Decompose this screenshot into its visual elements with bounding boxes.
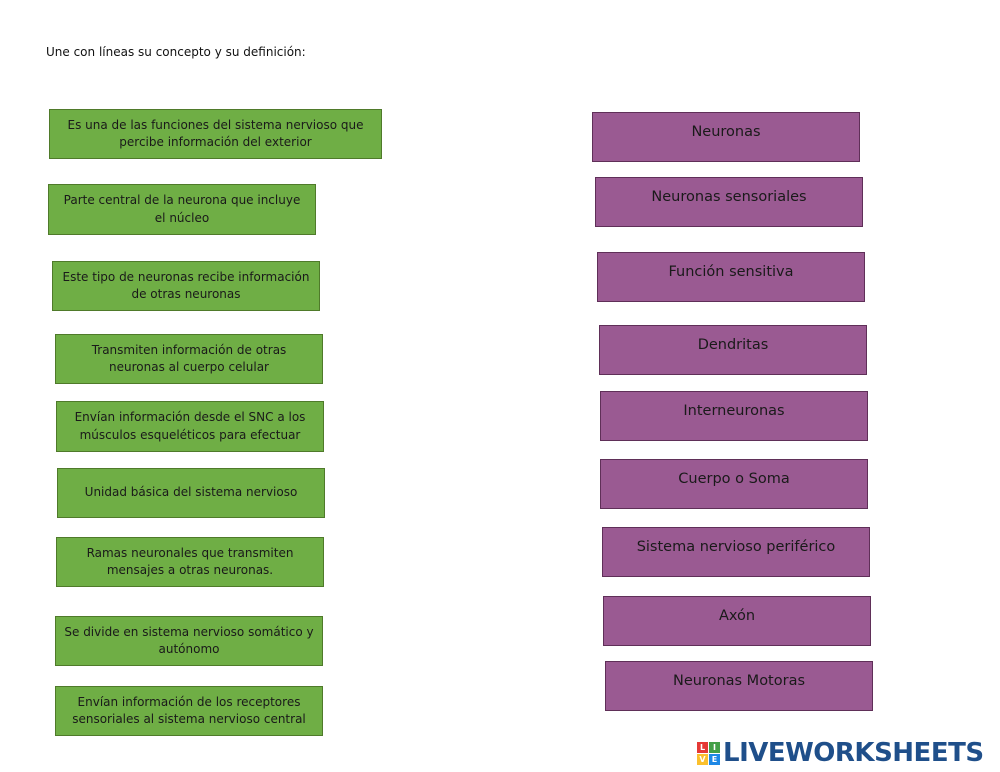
concept-box-5[interactable]: Interneuronas (600, 391, 868, 441)
logo-letter-e: E (709, 753, 720, 765)
definition-box-1[interactable]: Es una de las funciones del sistema nerv… (49, 109, 382, 159)
instruction-text: Une con líneas su concepto y su definici… (46, 45, 306, 59)
concept-box-7[interactable]: Sistema nervioso periférico (602, 527, 870, 577)
logo-text: LIVEWORKSHEETS (723, 738, 984, 768)
definition-box-5[interactable]: Envían información desde el SNC a los mú… (56, 401, 324, 452)
logo-mark-icon: L I V E (697, 741, 720, 765)
definition-box-2[interactable]: Parte central de la neurona que incluye … (48, 184, 316, 235)
liveworksheets-logo: L I V E LIVEWORKSHEETS (697, 738, 984, 768)
logo-letter-l: L (697, 741, 708, 753)
definition-box-4[interactable]: Transmiten información de otras neuronas… (55, 334, 323, 384)
definition-box-7[interactable]: Ramas neuronales que transmiten mensajes… (56, 537, 324, 587)
concept-box-6[interactable]: Cuerpo o Soma (600, 459, 868, 509)
concept-box-4[interactable]: Dendritas (599, 325, 867, 375)
definition-box-3[interactable]: Este tipo de neuronas recibe información… (52, 261, 320, 311)
logo-letter-i: I (709, 741, 720, 753)
logo-letter-v: V (697, 753, 708, 765)
definition-box-9[interactable]: Envían información de los receptores sen… (55, 686, 323, 736)
definition-box-8[interactable]: Se divide en sistema nervioso somático y… (55, 616, 323, 666)
concept-box-2[interactable]: Neuronas sensoriales (595, 177, 863, 227)
concept-box-9[interactable]: Neuronas Motoras (605, 661, 873, 711)
definition-box-6[interactable]: Unidad básica del sistema nervioso (57, 468, 325, 518)
concept-box-3[interactable]: Función sensitiva (597, 252, 865, 302)
concept-box-1[interactable]: Neuronas (592, 112, 860, 162)
concept-box-8[interactable]: Axón (603, 596, 871, 646)
